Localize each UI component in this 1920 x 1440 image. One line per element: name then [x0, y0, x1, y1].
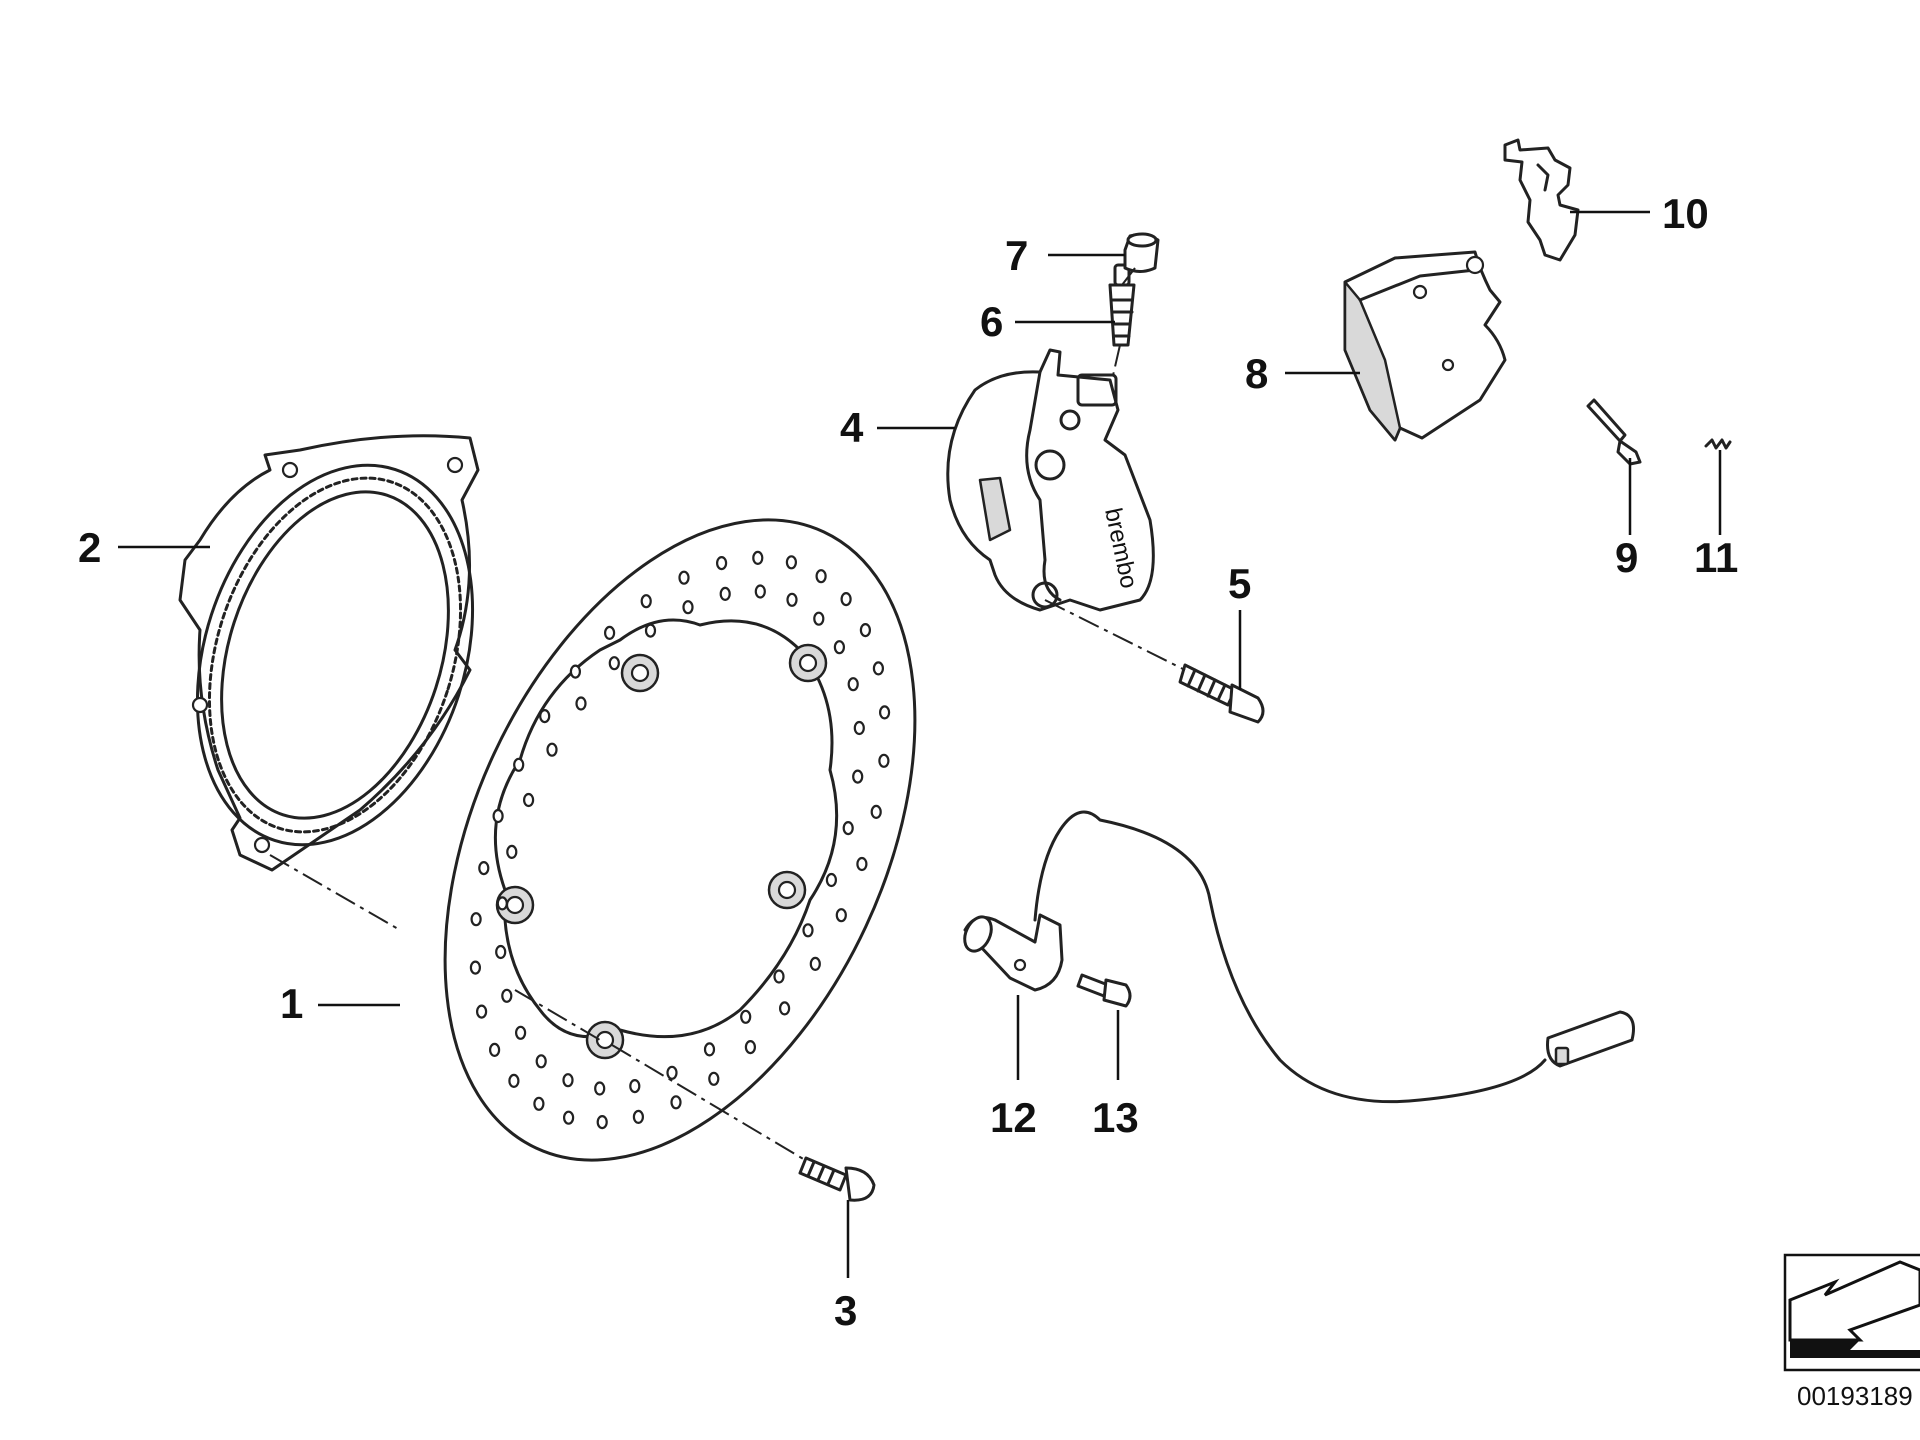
disc-vent-hole [708, 1071, 720, 1086]
disc-vent-hole [594, 1081, 606, 1096]
diagram-reference-number: 00193189 [1797, 1381, 1913, 1411]
callout-4: 4 [840, 404, 864, 451]
disc-vent-hole [778, 1001, 791, 1016]
disc-vent-hole [513, 757, 525, 772]
disc-vent-hole [703, 1042, 716, 1057]
callout-10: 10 [1662, 190, 1709, 237]
disc-vent-hole [840, 591, 852, 607]
disc-vent-hole [852, 769, 864, 784]
callout-7: 7 [1005, 232, 1028, 279]
disc-vent-hole [682, 600, 694, 615]
disc-vent-hole [470, 912, 482, 927]
disc-vent-hole [596, 1114, 608, 1130]
disc-vent-hole [813, 611, 825, 626]
disc-vent-hole [629, 1078, 641, 1094]
sensor-screw [1076, 973, 1132, 1008]
disc-vent-hole [546, 742, 558, 757]
bleed-valve [1108, 263, 1136, 347]
disc-vent-hole [495, 944, 507, 960]
disc-vent-hole [478, 860, 490, 876]
disc-vent-hole [878, 753, 890, 768]
disc-vent-hole [476, 1004, 488, 1019]
abs-sensor-ring [178, 434, 480, 872]
callout-13: 13 [1092, 1094, 1139, 1141]
disc-vent-hole [501, 988, 513, 1003]
disc-vent-hole [492, 808, 504, 824]
disc-vent-hole [752, 550, 764, 566]
spring-clip [1704, 438, 1732, 450]
disc-vent-hole [719, 586, 731, 602]
disc-vent-hole [514, 1025, 527, 1040]
disc-vent-hole [786, 592, 798, 607]
disc-vent-hole [522, 792, 535, 808]
alignment-lines [269, 267, 1186, 1161]
brake-disc [443, 518, 917, 1162]
callout-11: 11 [1694, 534, 1738, 581]
disc-vent-hole [489, 1042, 501, 1058]
brake-caliper: brembo [946, 348, 1155, 612]
disc-vent-hole [825, 872, 838, 888]
callout-labels: 1 2 3 4 5 6 7 8 9 10 11 12 13 [78, 190, 1738, 1334]
disc-vent-hole [496, 896, 508, 911]
disc-vent-hole [744, 1039, 757, 1055]
disc-vent-hole [506, 844, 518, 860]
callout-2: 2 [78, 524, 101, 571]
disc-vent-hole [666, 1065, 678, 1080]
disc-vent-hole [632, 1109, 645, 1125]
disc-vent-hole [835, 908, 847, 923]
abs-sensor [963, 810, 1635, 1104]
disc-vent-hole [678, 570, 690, 585]
disc-mounting-bushes [495, 643, 828, 1060]
disc-vent-hole [539, 708, 551, 724]
callout-1: 1 [280, 980, 303, 1027]
disc-vent-holes [469, 550, 891, 1130]
disc-vent-hole [670, 1095, 682, 1110]
disc-vent-hole [754, 584, 766, 599]
callout-6: 6 [980, 298, 1003, 345]
disc-vent-hole [640, 594, 652, 609]
disc-vent-hole [535, 1054, 547, 1069]
brake-pads [1343, 250, 1507, 442]
disc-vent-hole [508, 1073, 520, 1089]
pad-pin [1586, 398, 1642, 466]
arrow-logo-icon [1783, 1253, 1920, 1372]
disc-vent-hole [802, 923, 814, 938]
disc-vent-hole [533, 1096, 545, 1111]
dust-cap [1123, 232, 1160, 273]
disc-vent-hole [562, 1073, 574, 1088]
disc-vent-hole [715, 555, 728, 571]
disc-vent-hole [856, 856, 868, 872]
disc-vent-hole [859, 622, 872, 638]
disc-vent-hole [608, 656, 620, 671]
disc-vent-hole [562, 1110, 575, 1125]
disc-vent-hole [469, 960, 481, 975]
disc-vent-hole [603, 625, 616, 641]
disc-vent-hole [847, 677, 859, 692]
disc-vent-hole [809, 956, 821, 972]
disc-vent-hole [644, 623, 657, 638]
disc-vent-hole [740, 1009, 752, 1024]
callout-12: 12 [990, 1094, 1037, 1141]
callout-leaders [118, 210, 1722, 1278]
disc-vent-hole [569, 664, 582, 679]
disc-vent-hole [773, 969, 785, 984]
caliper-bolt [1178, 663, 1265, 724]
callout-5: 5 [1228, 560, 1251, 607]
callout-3: 3 [834, 1287, 857, 1334]
disc-vent-hole [575, 696, 587, 711]
retaining-spring [1503, 138, 1580, 262]
disc-vent-hole [815, 569, 827, 584]
disc-vent-hole [853, 720, 865, 736]
callout-9: 9 [1615, 534, 1638, 581]
disc-vent-hole [872, 661, 885, 676]
disc-vent-hole [870, 804, 882, 820]
disc-vent-hole [878, 705, 891, 720]
callout-8: 8 [1245, 350, 1268, 397]
disc-vent-hole [785, 555, 798, 570]
disc-vent-hole [842, 820, 854, 836]
disc-bolt [798, 1156, 876, 1202]
disc-vent-hole [833, 640, 846, 655]
